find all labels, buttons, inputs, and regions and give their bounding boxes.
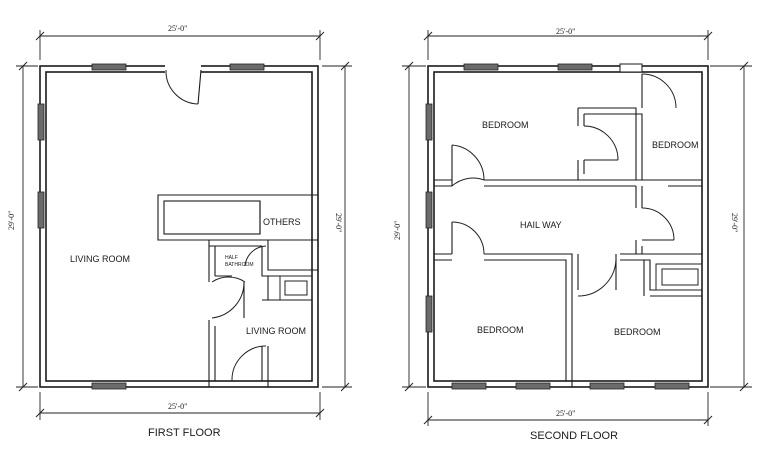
- window: [37, 103, 45, 141]
- door-swing: [211, 276, 246, 283]
- window: [425, 191, 433, 229]
- window: [91, 63, 127, 71]
- door-swing: [451, 177, 485, 187]
- dimension-top: 25'-0": [168, 24, 187, 33]
- first-floor-caption: FIRST FLOOR: [148, 427, 221, 439]
- window: [515, 382, 551, 390]
- second-floor-plan: BEDROOM BEDROOM HAIL WAY BEDROOM BEDROOM…: [393, 27, 752, 442]
- first-floor-plan: LIVING ROOM OTHERS HALF BATHROOM LIVING …: [7, 24, 352, 439]
- dimension-bottom: 25'-0": [556, 409, 575, 418]
- room-label-bedroom-bottom-left: BEDROOM: [477, 325, 524, 335]
- window: [557, 63, 593, 71]
- window: [589, 382, 625, 390]
- dimension-left: 29'-0": [7, 211, 16, 230]
- door-swing: [244, 245, 267, 267]
- door-swing: [583, 125, 619, 161]
- dimension-left: 29'-0": [393, 221, 402, 240]
- window: [654, 382, 690, 390]
- room-label-hallway: HAIL WAY: [520, 220, 562, 230]
- front-door: [165, 63, 202, 105]
- first-floor-partitions: [157, 194, 318, 387]
- room-label-bedroom-top-right: BEDROOM: [652, 140, 699, 150]
- window: [229, 63, 265, 71]
- second-floor-outer-wall: [427, 65, 709, 388]
- door-swing: [577, 259, 617, 297]
- closet-fixture: [655, 263, 703, 291]
- window: [37, 191, 45, 229]
- room-label-bedroom-top-left: BEDROOM: [482, 120, 529, 130]
- second-floor-dimensions: [402, 30, 752, 426]
- first-floor-dimensions: [16, 30, 352, 420]
- door-swing: [231, 345, 267, 382]
- dimension-right: 29'-0": [730, 213, 739, 232]
- room-label-living-room-small: LIVING ROOM: [246, 326, 306, 336]
- door-swing: [451, 221, 485, 255]
- window: [463, 63, 499, 71]
- dimension-bottom: 25'-0": [168, 402, 187, 411]
- door-swing: [641, 73, 677, 109]
- second-floor-partitions: [434, 107, 703, 387]
- bath-fixture: [284, 280, 308, 296]
- window: [91, 382, 127, 390]
- window: [425, 295, 433, 333]
- room-label-living-room: LIVING ROOM: [70, 254, 130, 264]
- second-floor-caption: SECOND FLOOR: [530, 430, 618, 442]
- room-label-bathroom: BATHROOM: [225, 262, 254, 268]
- dimension-right: 29'-0": [334, 213, 343, 232]
- dimension-top: 25'-0": [556, 27, 575, 36]
- room-label-half: HALF: [225, 255, 238, 261]
- door-swing: [211, 281, 245, 319]
- window: [425, 103, 433, 141]
- second-floor-inner-wall: [433, 71, 703, 382]
- door-swing: [641, 207, 675, 241]
- door-swing: [451, 144, 485, 181]
- window: [451, 382, 487, 390]
- room-label-bedroom-bottom-right: BEDROOM: [614, 327, 661, 337]
- room-label-others: OTHERS: [263, 217, 301, 227]
- closet-fixture: [661, 268, 699, 286]
